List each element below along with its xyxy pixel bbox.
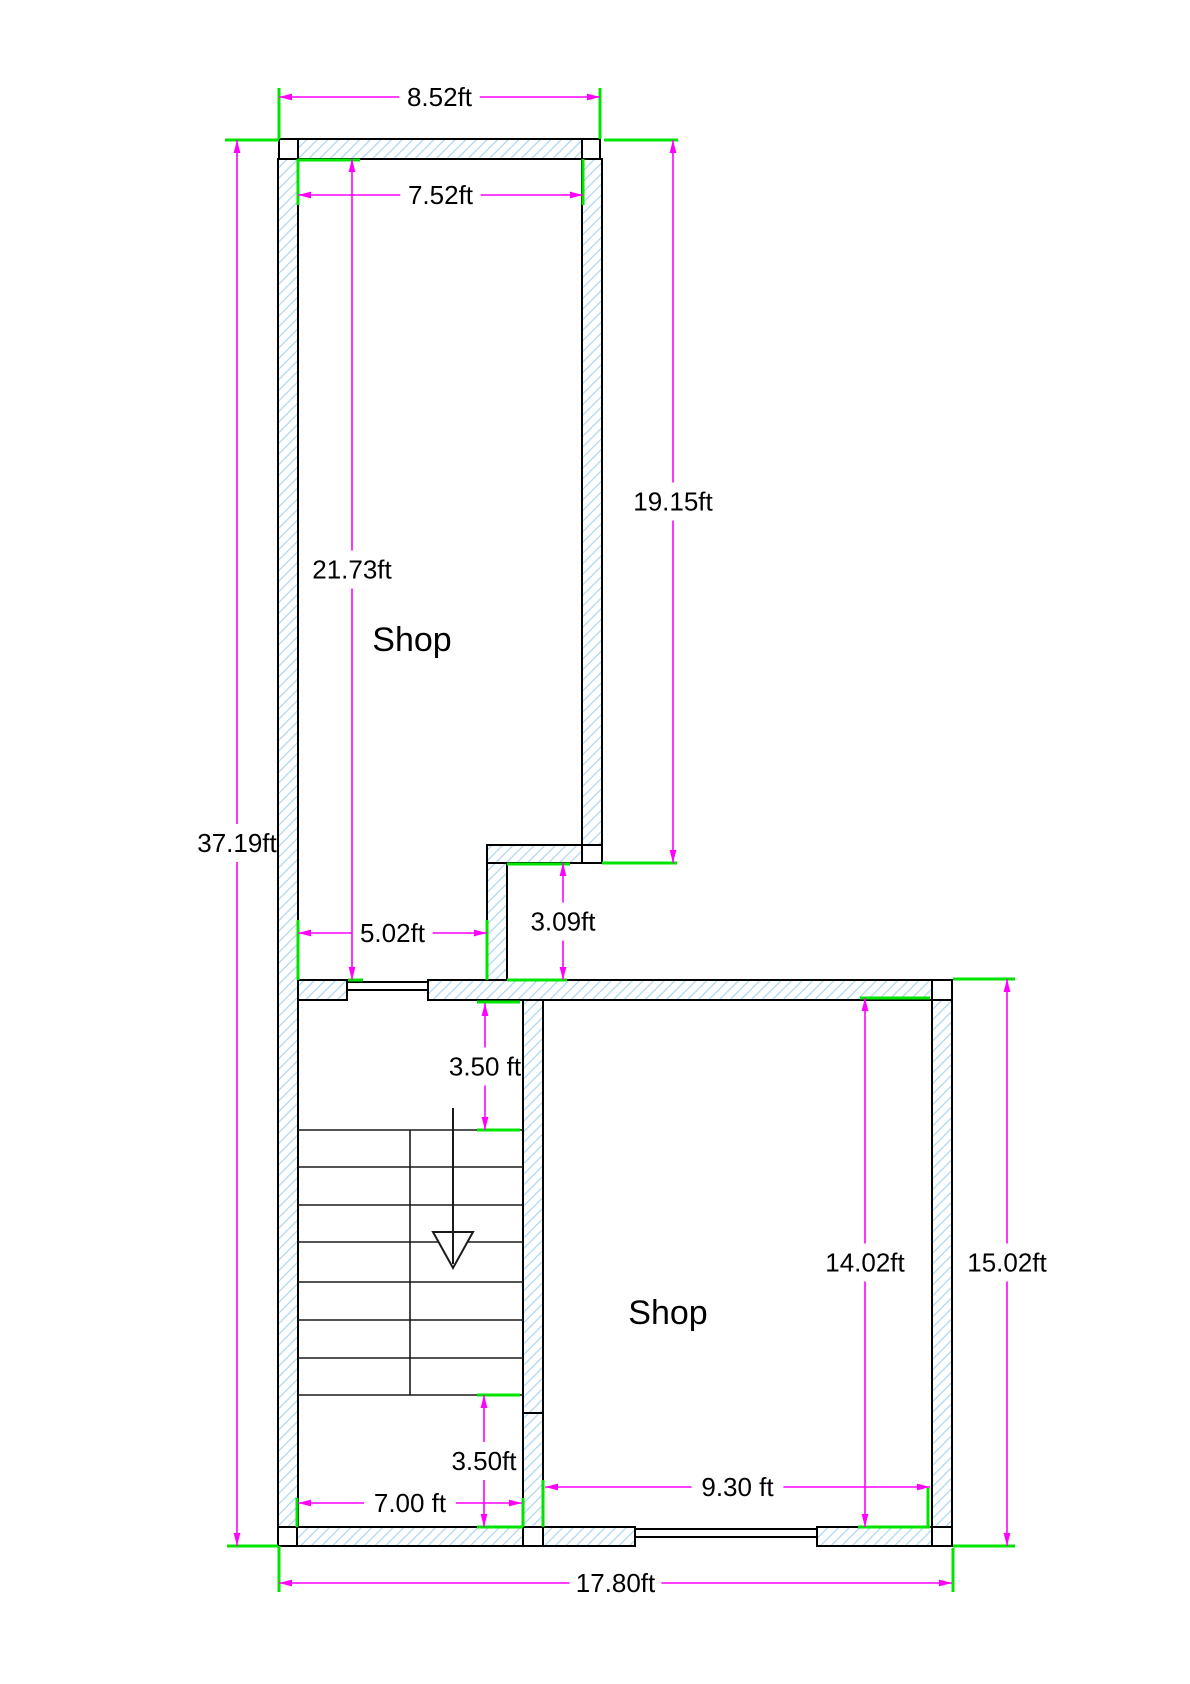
dimension-label: 3.50ft [451,1446,517,1476]
dimension-label: 9.30 ft [701,1472,774,1502]
wall-segment [427,979,933,1001]
dimension-step-height: 3.09ft [530,863,596,980]
dimension-arrow [1003,1533,1011,1546]
corner-post [277,1526,298,1547]
dimension-right-lower-height: 15.02ft [967,979,1048,1546]
dimension-arrow [481,1003,489,1016]
corner-post [581,138,601,160]
extension-lines-layer [225,88,1015,1592]
dimension-label: 17.80ft [576,1568,656,1598]
corner-post [931,1526,953,1547]
dimension-stair-bottom-offset: 3.50ft [451,1395,517,1527]
dimension-arrow [559,863,567,876]
dimension-right-upper-height: 19.15ft [633,140,714,863]
wall-segment [816,1526,933,1547]
dimension-arrow [1003,979,1011,992]
wall-segment [931,999,953,1528]
dimension-label: 3.09ft [530,907,596,937]
staircase-layer [298,1108,523,1396]
dimension-arrow [298,1499,311,1507]
dimension-arrow [669,850,677,863]
dimension-arrow [861,1514,869,1527]
wall-segment [486,862,508,981]
dimension-arrow [233,1533,241,1546]
dimension-arrow [861,998,869,1011]
dimension-stair-width: 7.00 ft [298,1488,522,1518]
wall-segment [297,138,583,160]
room-label: Shop [628,1294,707,1332]
dimension-arrow [480,1514,488,1527]
corner-posts-layer [277,138,953,1547]
dimension-left-total-height: 37.19ft [197,140,278,1546]
room-label: Shop [372,621,451,659]
dimension-label: 7.52ft [408,180,474,210]
wall-segment [277,158,299,1528]
dimension-shop2-inner-width: 9.30 ft [545,1472,930,1502]
dimension-label: 14.02ft [825,1248,905,1278]
wall-segment [542,1526,636,1547]
dimension-arrow [917,1483,930,1491]
dimension-label: 3.50 ft [449,1052,522,1082]
door-openings-layer [347,981,817,1538]
walls-layer [277,138,953,1547]
dimension-arrow [570,191,583,199]
dimension-arrow [939,1579,952,1587]
dimension-label: 21.73ft [312,555,392,585]
wall-segment [296,1526,524,1547]
dimension-label: 7.00 ft [374,1488,447,1518]
dimension-bottom-total-width: 17.80ft [279,1568,952,1598]
dimension-arrow [348,159,356,172]
dimension-label: 5.02ft [360,918,426,948]
dimension-label: 15.02ft [967,1248,1047,1278]
dimension-top-width: 8.52ft [279,82,600,112]
dimension-arrow [298,929,311,937]
dimension-label: 19.15ft [633,487,713,517]
dimensions-layer: 8.52ft 7.52ft 21.73ft 19.15ft 37.19ft 5.02ft 3… [197,82,1047,1598]
dimension-shop2-inner-height: 14.02ft [825,998,906,1527]
wall-segment [297,979,348,1001]
dimension-arrow [279,1579,292,1587]
dimension-stair-top-offset: 3.50 ft [449,1003,522,1130]
dimension-arrow [559,967,567,980]
dimension-arrow [509,1499,522,1507]
dimension-label: 37.19ft [197,828,277,858]
dimension-arrow [669,140,677,153]
dimension-arrow [587,93,600,101]
dimension-arrow [474,929,487,937]
dimension-arrow [233,140,241,153]
wall-segment [486,844,583,864]
wall-segment [581,158,603,846]
dimension-label: 8.52ft [407,82,473,112]
wall-segment [522,999,544,1528]
corner-post [522,1526,544,1547]
dimension-arrow [480,1395,488,1408]
dimension-lower-left-width: 5.02ft [298,918,487,948]
dimension-arrow [279,93,292,101]
dimension-upper-inner-height: 21.73ft [312,159,393,980]
dimension-arrow [348,967,356,980]
corner-post [581,844,603,864]
corner-post [278,138,299,160]
corner-post [931,979,953,1001]
dimension-top-inner-width: 7.52ft [298,180,583,210]
dimension-arrow [545,1483,558,1491]
dimension-arrow [481,1117,489,1130]
dimension-arrow [298,191,311,199]
